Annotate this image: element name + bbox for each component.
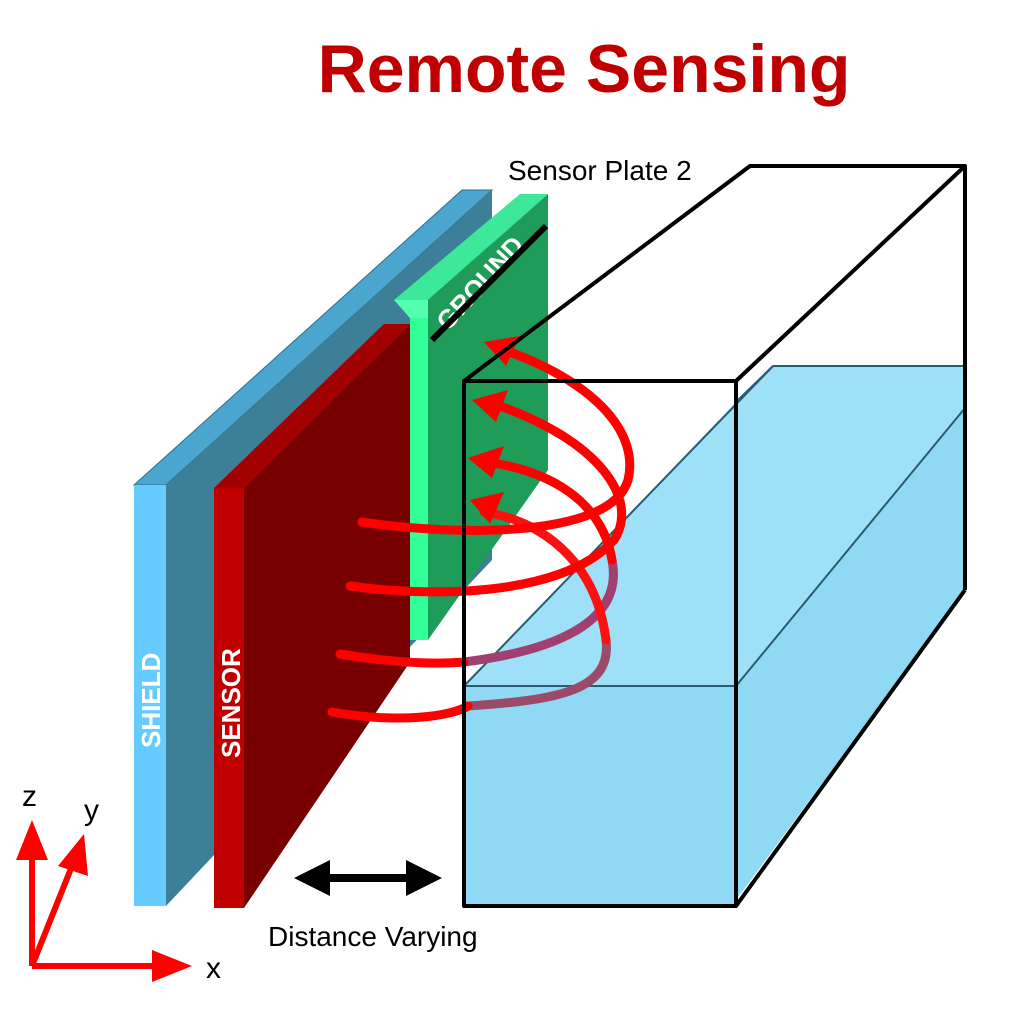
shield-label: SHIELD (136, 653, 166, 748)
sensor-face (244, 324, 410, 908)
sensor-plate-2-label: Sensor Plate 2 (508, 155, 692, 186)
field-arrow-2 (468, 446, 504, 478)
field-lines (327, 336, 635, 723)
sensor-front (214, 488, 244, 908)
liquid-container (463, 365, 966, 906)
sensor-label: SENSOR (216, 648, 246, 758)
field-line-4 (357, 345, 635, 535)
field-arrow-3 (472, 390, 508, 422)
field-line-2 (335, 649, 469, 668)
x-axis-label: x (206, 952, 221, 985)
y-axis-arrowhead (58, 834, 88, 876)
shield-front (134, 485, 166, 906)
liquid-surface (464, 366, 965, 686)
field-arrow-1 (470, 492, 504, 524)
ground-top (394, 194, 548, 300)
field-line-3 (345, 399, 627, 597)
ground-front (410, 300, 428, 640)
container-edges (462, 164, 967, 908)
z-axis-arrowhead (16, 820, 48, 860)
field-line-1 (327, 701, 473, 723)
liquid-front (464, 686, 736, 906)
y-axis (29, 864, 75, 968)
x-axis-arrowhead (152, 950, 192, 982)
distance-label: Distance Varying (268, 921, 478, 952)
ground-symbol-line (429, 223, 549, 343)
coordinate-axes (29, 850, 160, 969)
distance-arrow (294, 860, 442, 896)
y-axis-label: y (84, 794, 99, 827)
z-axis-label: z (22, 780, 37, 813)
diagram-title: Remote Sensing (318, 31, 851, 107)
sensor-top (214, 324, 410, 488)
sensor-plate: SENSOR (214, 324, 410, 908)
